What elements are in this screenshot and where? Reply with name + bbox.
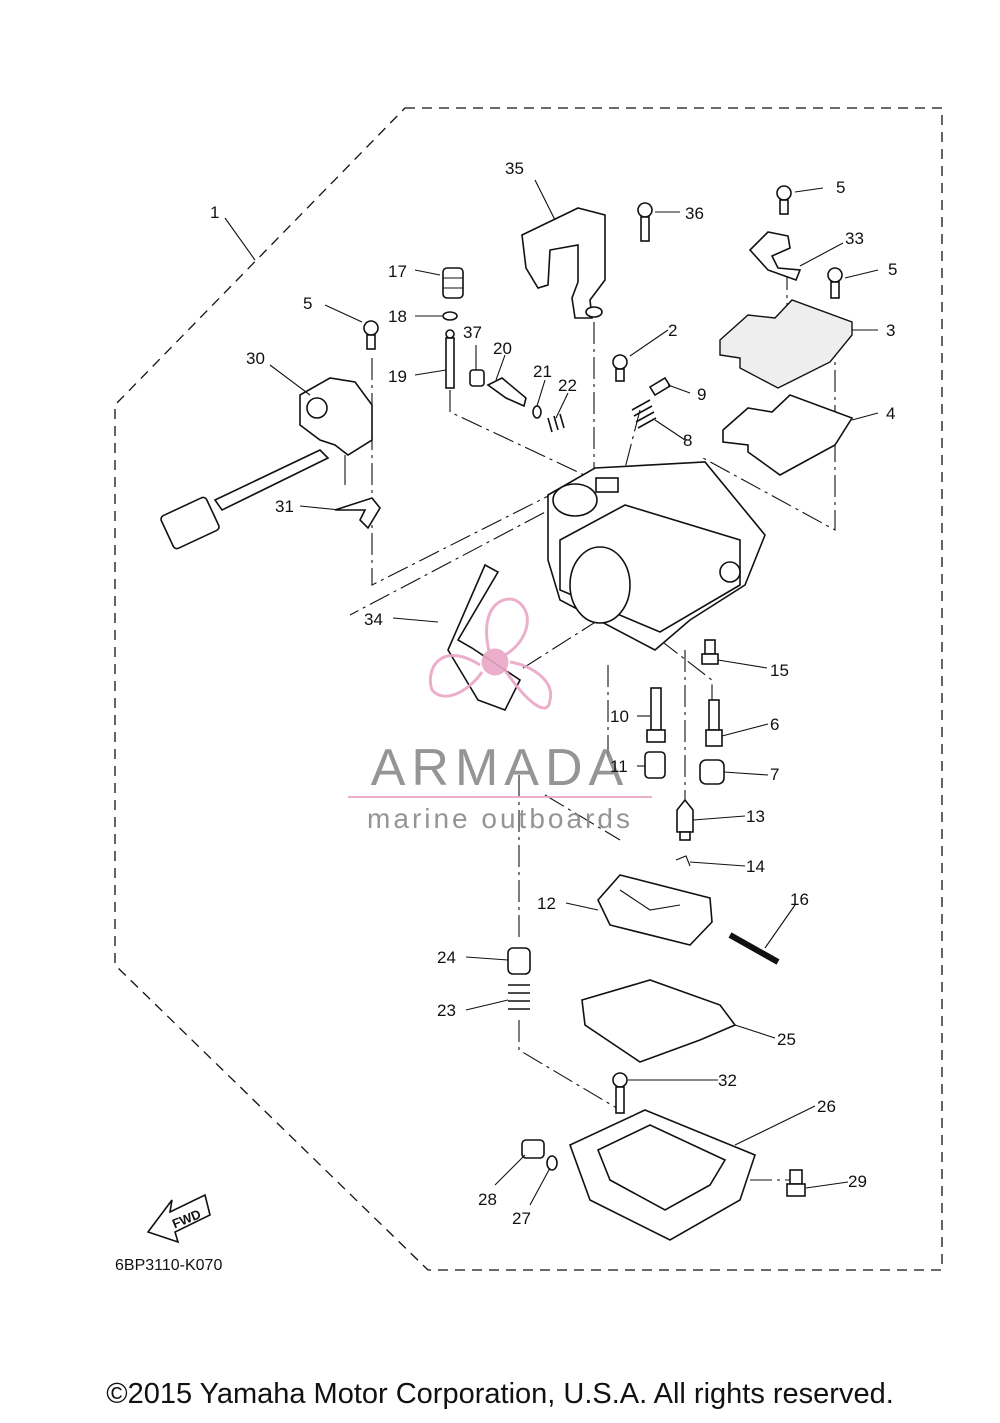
- callout-27: 27: [512, 1209, 531, 1228]
- callout-1: 1: [210, 203, 219, 222]
- assembly-center-lines: [349, 268, 836, 1181]
- part-30-solenoid: [299, 377, 373, 485]
- callout-6: 6: [770, 715, 779, 734]
- diagram-code: 6BP3110-K070: [115, 1257, 222, 1274]
- part-25-gasket: [581, 979, 737, 1063]
- callout-19: 19: [388, 367, 407, 386]
- part-24-plunger: [507, 947, 531, 975]
- callout-31: 31: [275, 497, 294, 516]
- part-2-screw: [612, 354, 628, 382]
- part-3-cover-plate: [719, 299, 853, 389]
- part-8-spring: [631, 399, 657, 429]
- watermark-tagline: marine outboards: [367, 803, 633, 834]
- part-5-screw-left: [363, 320, 379, 350]
- part-19-pin: [445, 329, 455, 389]
- part-35-bracket: [521, 207, 606, 319]
- part-7-cap: [699, 759, 725, 785]
- callout-labels: 1 2 3 4 5 5 5 6 7 8 9 10 11 12 13 14 15 …: [210, 159, 897, 1228]
- part-4-gasket: [722, 394, 854, 476]
- part-16-pin: [728, 932, 780, 965]
- part-36-screw: [637, 202, 653, 242]
- callout-2: 2: [668, 321, 677, 340]
- callout-21: 21: [533, 362, 552, 381]
- part-33-clamp: [748, 231, 802, 282]
- part-12-float: [597, 874, 713, 946]
- callout-32: 32: [718, 1071, 737, 1090]
- part-29-screw: [786, 1169, 806, 1197]
- part-23-spring: [508, 984, 530, 1010]
- watermark-logo: ARMADA marine outboards: [348, 597, 652, 834]
- part-26-float-chamber: [568, 1109, 756, 1241]
- part-9-screw: [648, 376, 672, 397]
- assembly-boundary: [114, 107, 943, 1271]
- part-10-emulsion-tube: [646, 687, 666, 743]
- callout-5-left: 5: [303, 294, 312, 313]
- part-5-screw-top: [776, 185, 792, 215]
- callout-10: 10: [610, 707, 629, 726]
- callout-9: 9: [697, 385, 706, 404]
- callout-24: 24: [437, 948, 456, 967]
- propeller-icon: [428, 597, 553, 710]
- part-32-screw: [612, 1072, 628, 1114]
- part-11-jet: [644, 751, 666, 779]
- callout-11: 11: [610, 757, 628, 776]
- part-18-o-ring: [442, 311, 458, 321]
- part-5-screw-right: [827, 267, 843, 299]
- watermark-brand: ARMADA: [371, 739, 629, 797]
- callout-5-right: 5: [888, 260, 897, 279]
- part-14-clip: [675, 855, 691, 867]
- callout-12: 12: [537, 894, 556, 913]
- leader-lines: [224, 179, 879, 1206]
- callout-15: 15: [770, 661, 789, 680]
- callout-4: 4: [886, 404, 895, 423]
- callout-16: 16: [790, 890, 809, 909]
- carburetor-body: [547, 461, 766, 651]
- callout-33: 33: [845, 229, 864, 248]
- callout-34: 34: [364, 610, 383, 629]
- callout-28: 28: [478, 1190, 497, 1209]
- callout-26: 26: [817, 1097, 836, 1116]
- callout-30: 30: [246, 349, 265, 368]
- part-37-plug: [469, 369, 485, 387]
- copyright-notice: ©2015 Yamaha Motor Corporation, U.S.A. A…: [106, 1378, 894, 1410]
- callout-29: 29: [848, 1172, 867, 1191]
- part-34-hose: [447, 563, 522, 711]
- callout-20: 20: [493, 339, 512, 358]
- part-6-jet: [705, 699, 723, 747]
- part-30-harness: [160, 449, 330, 550]
- callout-23: 23: [437, 1001, 456, 1020]
- part-31-clip: [334, 497, 381, 530]
- callout-8: 8: [683, 431, 692, 450]
- part-27-washer: [546, 1155, 558, 1171]
- part-28-drain-screw: [521, 1139, 545, 1159]
- part-21-o-ring: [532, 405, 542, 419]
- part-22-spring: [547, 413, 565, 433]
- callout-5-top: 5: [836, 178, 845, 197]
- callout-22: 22: [558, 376, 577, 395]
- part-20-needle-valve: [486, 377, 527, 408]
- callout-7: 7: [770, 765, 779, 784]
- part-15-screw: [701, 639, 719, 665]
- callout-13: 13: [746, 807, 765, 826]
- fwd-arrow-icon: FWD: [146, 1193, 211, 1244]
- part-17-jet: [442, 267, 464, 299]
- callout-3: 3: [886, 321, 895, 340]
- part-13-needle: [676, 798, 694, 841]
- callout-35: 35: [505, 159, 524, 178]
- callout-37: 37: [463, 323, 482, 342]
- callout-18: 18: [388, 307, 407, 326]
- callout-36: 36: [685, 204, 704, 223]
- callout-17: 17: [388, 262, 407, 281]
- callout-14: 14: [746, 857, 765, 876]
- callout-25: 25: [777, 1030, 796, 1049]
